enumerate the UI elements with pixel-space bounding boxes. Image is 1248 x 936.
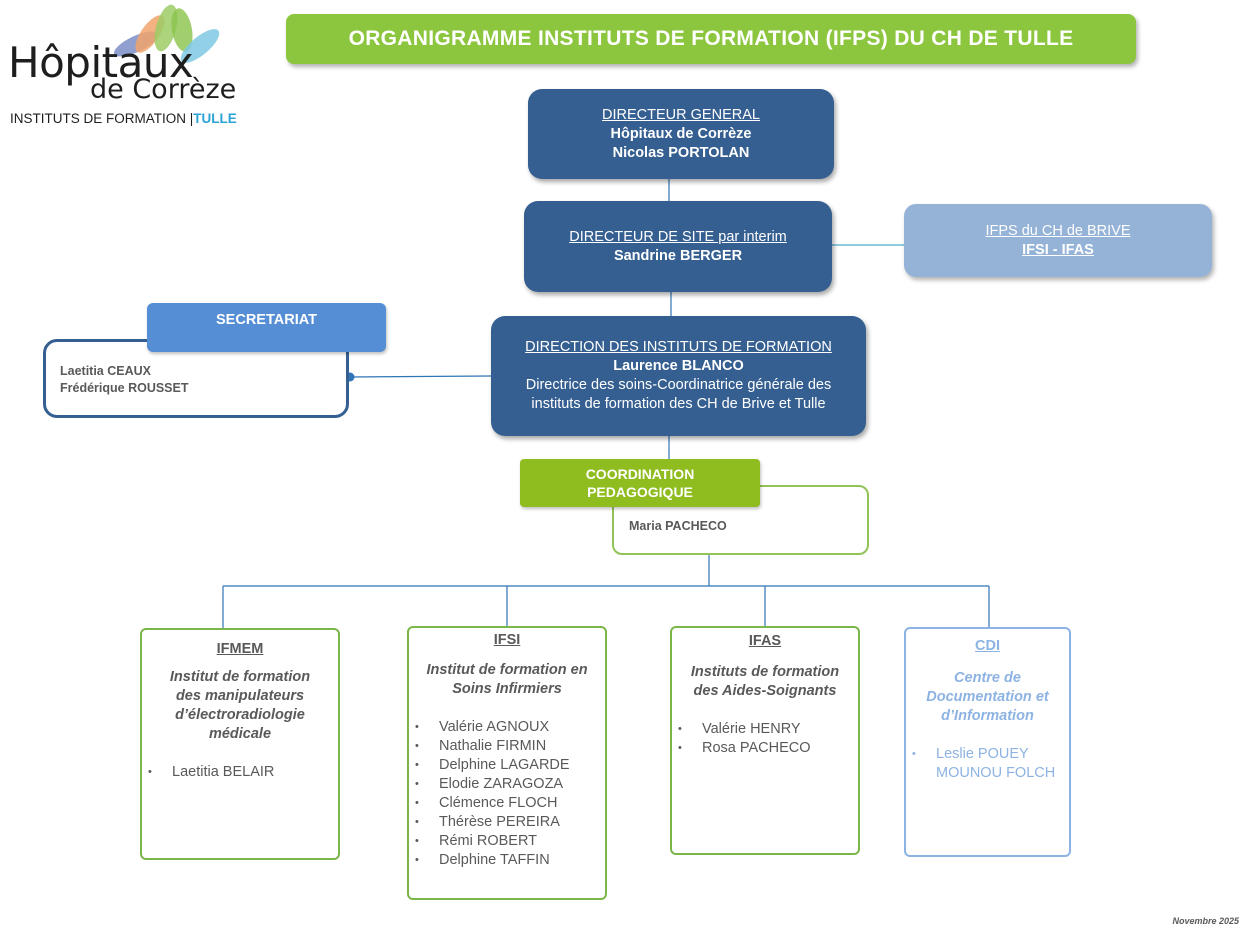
- coordination-title-line: PEDAGOGIQUE: [587, 484, 693, 500]
- ifps-brive-line1: IFPS du CH de BRIVE: [985, 222, 1131, 239]
- list-item: Elodie ZARAGOZA: [409, 775, 605, 794]
- ifas-members: Valérie HENRY Rosa PACHECO: [672, 720, 858, 758]
- ifas-desc-line: des Aides-Soignants: [693, 683, 837, 699]
- cdi-desc-line: d’Information: [941, 708, 1034, 724]
- directeur-site-box: DIRECTEUR DE SITE par interim Sandrine B…: [524, 201, 832, 292]
- ifps-brive-box: IFPS du CH de BRIVE IFSI - IFAS: [904, 204, 1212, 277]
- logo-instituts: INSTITUTS DE FORMATION: [10, 111, 186, 126]
- list-item: Laetitia BELAIR: [142, 763, 338, 782]
- ifmem-title: IFMEM: [216, 641, 264, 657]
- secretariat-names: Laetitia CEAUX Frédérique ROUSSET: [60, 363, 189, 397]
- ifmem-desc-line: Institut de formation: [169, 669, 311, 685]
- list-item: Nathalie FIRMIN: [409, 737, 605, 756]
- footer-date: Novembre 2025: [1172, 916, 1239, 926]
- ifas-desc-line: Instituts de formation: [690, 664, 840, 680]
- logo-line2: de Corrèze: [90, 74, 237, 105]
- cdi-members: Leslie POUEY MOUNOU FOLCH: [906, 745, 1069, 783]
- ifsi-description: Institut de formation en Soins Infirmier…: [409, 661, 605, 699]
- ifsi-title: IFSI: [493, 632, 521, 648]
- ifmem-description: Institut de formation des manipulateurs …: [142, 668, 338, 744]
- directeur-general-name: Nicolas PORTOLAN: [612, 144, 750, 161]
- list-item: Valérie AGNOUX: [409, 718, 605, 737]
- ifsi-members: Valérie AGNOUX Nathalie FIRMIN Delphine …: [409, 718, 605, 870]
- cdi-desc-line: Documentation et: [926, 689, 1049, 705]
- direction-instituts-name: Laurence BLANCO: [613, 358, 744, 374]
- directeur-site-name: Sandrine BERGER: [613, 247, 743, 264]
- list-item: Rosa PACHECO: [672, 739, 858, 758]
- direction-instituts-desc: instituts de formation des CH de Brive e…: [531, 396, 826, 412]
- hopitaux-correze-logo: Hôpitaux de Corrèze INSTITUTS DE FORMATI…: [8, 4, 248, 129]
- list-item: Delphine LAGARDE: [409, 756, 605, 775]
- list-item: Delphine TAFFIN: [409, 851, 605, 870]
- directeur-general-role: DIRECTEUR GENERAL: [602, 106, 760, 123]
- ifas-title: IFAS: [748, 633, 782, 649]
- coordination-title: COORDINATION PEDAGOGIQUE: [520, 459, 760, 507]
- ifmem-members: Laetitia BELAIR: [142, 763, 338, 782]
- secretariat-box: [43, 339, 349, 418]
- directeur-site-role: DIRECTEUR DE SITE par interim: [569, 228, 787, 245]
- coordination-name: Maria PACHECO: [629, 519, 727, 533]
- list-item: Valérie HENRY: [672, 720, 858, 739]
- cdi-box: CDI Centre de Documentation et d’Informa…: [904, 627, 1071, 857]
- direction-instituts-box: DIRECTION DES INSTITUTS DE FORMATION Lau…: [491, 316, 866, 436]
- logo-line3: INSTITUTS DE FORMATION |TULLE: [10, 112, 237, 126]
- ifas-box: IFAS Instituts de formation des Aides-So…: [670, 626, 860, 855]
- direction-instituts-role: DIRECTION DES INSTITUTS DE FORMATION: [525, 339, 832, 355]
- cdi-desc-line: Centre de: [954, 670, 1021, 686]
- list-item-continuation: MOUNOU FOLCH: [936, 765, 1056, 781]
- secretariat-title: SECRETARIAT: [147, 303, 386, 352]
- logo-line1: Hôpitaux: [8, 38, 194, 87]
- ifps-brive-line2: IFSI - IFAS: [1022, 241, 1094, 258]
- coordination-title-line: COORDINATION: [585, 466, 695, 482]
- ifas-description: Instituts de formation des Aides-Soignan…: [672, 663, 858, 701]
- ifsi-desc-line: Institut de formation en: [426, 662, 588, 678]
- ifsi-desc-line: Soins Infirmiers: [452, 681, 562, 697]
- leaves-icon: [113, 4, 220, 63]
- list-item: Clémence FLOCH: [409, 794, 605, 813]
- directeur-general-org: Hôpitaux de Corrèze: [610, 125, 752, 142]
- page-title: ORGANIGRAMME INSTITUTS DE FORMATION (IFP…: [286, 14, 1136, 64]
- logo-separator: |: [189, 111, 194, 126]
- ifsi-box: IFSI Institut de formation en Soins Infi…: [407, 626, 607, 900]
- logo-tulle: TULLE: [193, 111, 237, 126]
- secretariat-name: Frédérique ROUSSET: [60, 381, 189, 395]
- cdi-description: Centre de Documentation et d’Information: [906, 669, 1069, 726]
- ifmem-box: IFMEM Institut de formation des manipula…: [140, 628, 340, 860]
- list-item: Rémi ROBERT: [409, 832, 605, 851]
- list-item: Thérèse PEREIRA: [409, 813, 605, 832]
- secretariat-name: Laetitia CEAUX: [60, 364, 151, 378]
- ifmem-desc-line: médicale: [208, 726, 272, 742]
- list-item: Leslie POUEY: [906, 745, 1069, 764]
- cdi-title: CDI: [975, 638, 1000, 654]
- direction-instituts-desc: Directrice des soins-Coordinatrice génér…: [525, 377, 832, 393]
- ifmem-desc-line: d’électroradiologie: [175, 707, 305, 723]
- ifmem-desc-line: des manipulateurs: [175, 688, 305, 704]
- directeur-general-box: DIRECTEUR GENERAL Hôpitaux de Corrèze Ni…: [528, 89, 834, 179]
